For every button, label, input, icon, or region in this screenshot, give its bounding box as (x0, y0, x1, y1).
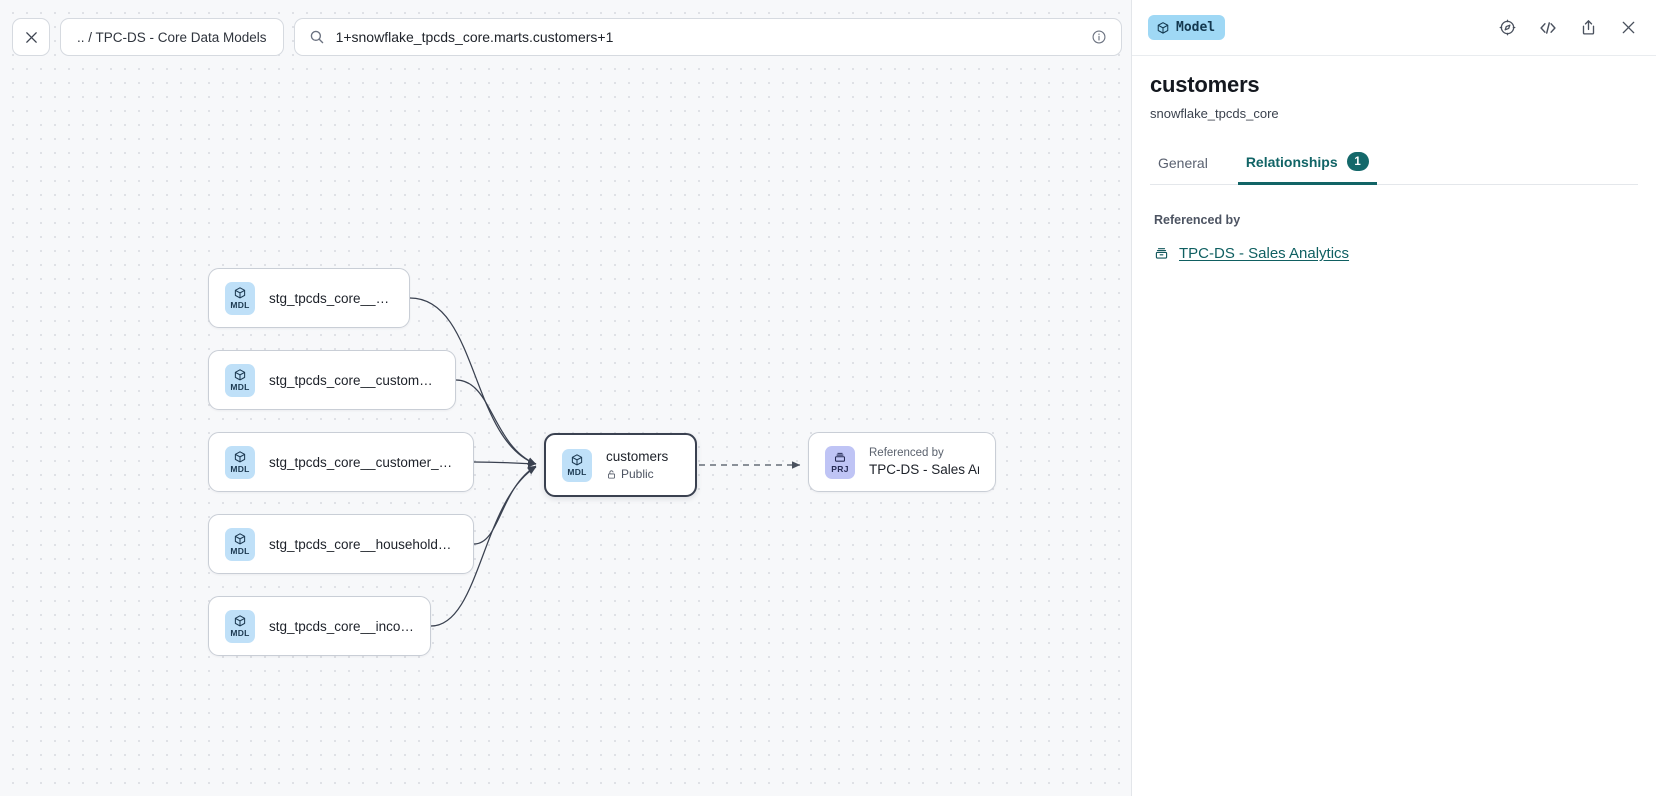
model-type-chip-label: Model (1176, 20, 1216, 35)
referenced-by-label: Referenced by (1154, 213, 1241, 227)
graph-node-upstream-4[interactable]: MDL stg_tpcds_core__income_band (208, 596, 431, 656)
status-badge: 1 (1346, 152, 1369, 171)
model-badge: MDL (225, 281, 255, 315)
node-label: stg_tpcds_core__customer_address (269, 372, 439, 388)
node-visibility: Public (606, 467, 668, 481)
graph-node-upstream-3[interactable]: MDL stg_tpcds_core__household_demogr… (208, 514, 474, 574)
share-icon[interactable] (1579, 18, 1598, 37)
canvas-toolbar: .. / TPC-DS - Core Data Models 1+snowfla… (12, 18, 1131, 56)
node-label: stg_tpcds_core__income_band (269, 618, 414, 634)
cube-icon (234, 451, 246, 463)
project-icon (834, 453, 846, 462)
badge-label: PRJ (831, 464, 849, 475)
cube-icon (234, 369, 246, 381)
project-icon (1154, 246, 1169, 261)
model-badge: MDL (562, 448, 592, 482)
relationships-section: Referenced by TPC-DS - Sales Analytics (1132, 185, 1656, 262)
node-label: stg_tpcds_core__customer (269, 290, 393, 306)
close-lineage-button[interactable] (12, 18, 50, 56)
badge-label: MDL (230, 546, 250, 557)
node-visibility-label: Public (621, 467, 654, 481)
search-icon (309, 29, 325, 45)
project-badge: PRJ (825, 445, 855, 479)
tab-relationships-label: Relationships (1245, 153, 1338, 170)
lineage-canvas[interactable]: MDL stg_tpcds_core__customerMDL stg_tpcds_… (0, 0, 1131, 796)
cube-icon (234, 533, 246, 545)
project-icon (1155, 248, 1168, 259)
details-panel-body: customers snowflake_tpcds_core General R… (1132, 56, 1656, 185)
lineage-search[interactable]: 1+snowflake_tpcds_core.marts.customers+1 (293, 18, 1122, 56)
panel-subtitle: snowflake_tpcds_core (1150, 106, 1279, 121)
badge-label: MDL (567, 467, 587, 478)
details-panel-header: Model (1132, 0, 1656, 56)
model-badge: MDL (225, 609, 255, 643)
lineage-nodes: MDL stg_tpcds_core__customerMDL stg_tpcds_… (208, 268, 996, 656)
cube-icon (571, 454, 583, 466)
code-icon[interactable] (1538, 18, 1558, 38)
badge-label: MDL (230, 628, 250, 639)
node-label: stg_tpcds_core__household_demogr… (269, 536, 457, 552)
tab-relationships[interactable]: Relationships 1 (1237, 152, 1377, 185)
model-badge: MDL (225, 527, 255, 561)
details-panel: Model (1131, 0, 1656, 796)
node-title: TPC-DS - Sales Analytics (869, 462, 979, 477)
page-title: customers (1150, 72, 1260, 97)
node-title: customers (606, 449, 669, 464)
model-type-chip[interactable]: Model (1148, 15, 1226, 40)
badge-label: MDL (230, 300, 250, 311)
node-label: stg_tpcds_core__customer_demogra… (269, 454, 457, 470)
breadcrumb-label: .. / TPC-DS - Core Data Models (77, 29, 267, 45)
list-item[interactable]: TPC-DS - Sales Analytics (1154, 245, 1638, 262)
node-text: Referenced by TPC-DS - Sales Analytics (869, 447, 979, 477)
badge-label: MDL (230, 382, 250, 393)
tab-general-label: General (1158, 155, 1208, 171)
cube-icon (1157, 21, 1169, 34)
close-icon[interactable] (1619, 18, 1638, 37)
close-icon (25, 31, 37, 43)
node-kicker: Referenced by (869, 447, 944, 459)
graph-node-upstream-1[interactable]: MDL stg_tpcds_core__customer_address (208, 350, 456, 410)
cube-icon (234, 615, 246, 627)
lock-icon (608, 469, 615, 479)
graph-node-upstream-2[interactable]: MDL stg_tpcds_core__customer_demogra… (208, 432, 474, 492)
referenced-by-link[interactable]: TPC-DS - Sales Analytics (1179, 245, 1350, 262)
graph-node-referenced-by[interactable]: PRJ Referenced by TPC-DS - Sales Analytics (808, 432, 996, 492)
panel-actions (1498, 18, 1638, 38)
panel-tabs: General Relationships 1 (1150, 152, 1638, 185)
model-badge: MDL (225, 363, 255, 397)
info-icon[interactable] (1091, 29, 1107, 45)
graph-node-upstream-0[interactable]: MDL stg_tpcds_core__customer (208, 268, 410, 328)
model-badge: MDL (225, 445, 255, 479)
cube-icon (234, 287, 246, 299)
referenced-by-list: TPC-DS - Sales Analytics (1154, 245, 1638, 262)
explore-icon[interactable] (1498, 18, 1517, 37)
search-input[interactable]: 1+snowflake_tpcds_core.marts.customers+1 (335, 29, 614, 45)
badge-label: MDL (230, 464, 250, 475)
tab-general[interactable]: General (1150, 155, 1216, 185)
breadcrumb[interactable]: .. / TPC-DS - Core Data Models (60, 18, 284, 56)
